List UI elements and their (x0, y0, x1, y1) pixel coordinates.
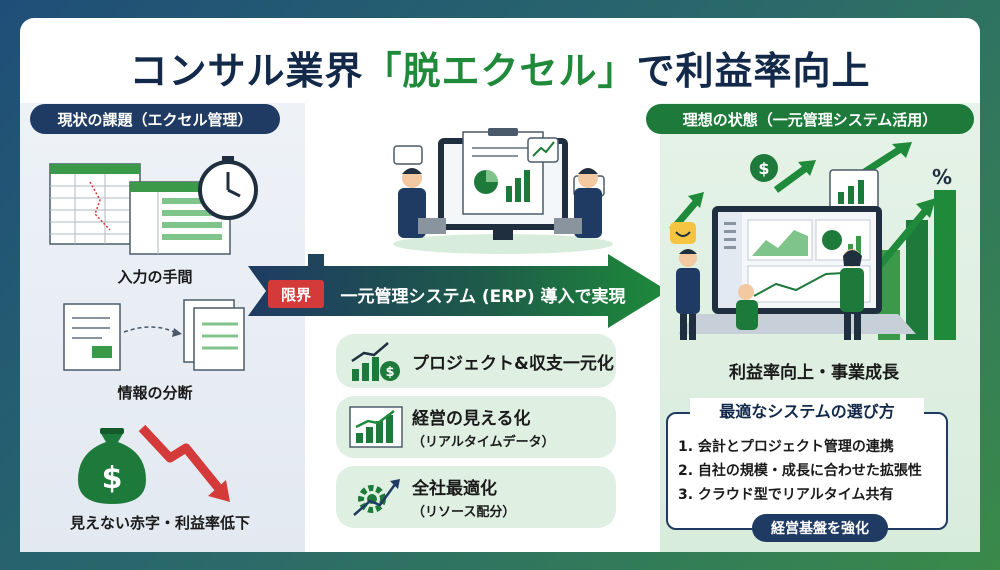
limit-badge: 限界 (268, 280, 324, 308)
spreadsheet-stopwatch-icon (49, 156, 258, 255)
selection-item-2: 2. 自社の規模・成長に合わせた拡張性 (678, 463, 922, 479)
solution-banner-arrow (248, 254, 668, 328)
team-monitor-illustration (393, 128, 613, 254)
system-selection-box (666, 412, 948, 530)
feature-visualization: 経営の見える化 （リアルタイムデータ） (336, 396, 616, 458)
scattered-documents-icon (63, 299, 245, 371)
system-selection-title: 最適なシステムの選び方 (690, 398, 924, 426)
gear-arrow-icon (353, 479, 400, 516)
ideal-state-header: 理想の状態（一元管理システム活用） (646, 104, 974, 134)
svg-text:$: $ (385, 365, 394, 380)
current-issues-header: 現状の課題（エクセル管理） (30, 104, 280, 134)
selection-footer-badge: 経営基盤を強化 (752, 514, 888, 542)
ideal-caption: 利益率向上・事業成長 (729, 363, 899, 383)
selection-item-3: 3. クラウド型でリアルタイム共有 (678, 487, 894, 503)
svg-text:$: $ (758, 159, 769, 178)
feature-project-unification: $ プロジェクト&収支一元化 (336, 334, 616, 388)
feature-main-1: プロジェクト&収支一元化 (412, 353, 614, 374)
money-bag-down-arrow-icon: $ (78, 424, 230, 504)
title-before: コンサル業界 (129, 49, 364, 93)
issue-caption-hidden-deficit: 見えない赤字・利益率低下 (69, 514, 250, 532)
feature-main-2: 経営の見える化 (412, 409, 531, 429)
feature-main-3: 全社最適化 (412, 479, 497, 499)
page-title: コンサル業界「脱エクセル」で利益率向上 (20, 40, 980, 95)
growth-laptop-illustration: $ % (669, 142, 956, 340)
svg-text:$: $ (102, 461, 123, 496)
bar-chart-dollar-icon: $ (351, 342, 400, 381)
svg-text:%: % (932, 165, 952, 189)
issue-caption-fragmentation: 情報の分断 (117, 384, 193, 402)
feature-sub-3: （リソース配分） (412, 505, 516, 520)
issue-caption-input: 入力の手間 (117, 268, 193, 286)
title-after: で利益率向上 (636, 49, 871, 93)
feature-sub-2: （リアルタイムデータ） (412, 435, 555, 450)
solution-banner-text: 一元管理システム (ERP) 導入で実現 (340, 287, 626, 307)
title-highlight: 「脱エクセル」 (363, 49, 637, 93)
growth-chart-icon (349, 406, 403, 448)
selection-item-1: 1. 会計とプロジェクト管理の連携 (678, 439, 894, 455)
feature-optimization: 全社最適化 （リソース配分） (336, 466, 616, 528)
